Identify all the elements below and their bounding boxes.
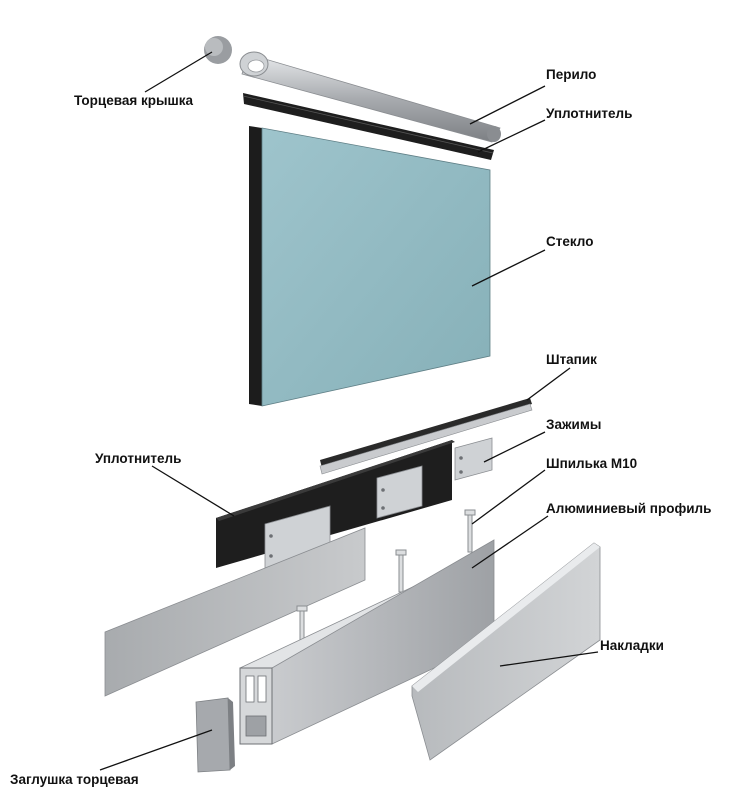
clamp-part-1 — [454, 437, 493, 481]
end-plug-part — [195, 697, 235, 773]
label-end-plug: Заглушка торцевая — [10, 772, 139, 787]
leader-clamps — [483, 431, 546, 463]
leader-side-seal — [151, 465, 235, 517]
leader-glazing-bead — [526, 367, 571, 401]
stud-part — [296, 509, 476, 649]
leader-aluminum-profile — [471, 515, 549, 569]
label-cladding: Накладки — [600, 638, 664, 653]
label-stud: Шпилька М10 — [546, 456, 638, 471]
label-glass: Стекло — [546, 234, 594, 249]
cladding-part — [411, 542, 601, 761]
leader-end-plug — [99, 729, 213, 771]
label-side-seal: Уплотнитель — [95, 451, 182, 466]
label-aluminum-profile: Алюминиевый профиль — [546, 501, 712, 516]
leader-lines — [99, 51, 599, 771]
leader-handrail — [469, 85, 546, 125]
aluminum-profile-part — [239, 539, 495, 745]
leader-top-seal — [477, 119, 546, 153]
leader-glass — [471, 249, 546, 287]
label-glazing-bead: Штапик — [546, 352, 597, 367]
leader-stud — [471, 469, 546, 525]
label-end-cap: Торцевая крышка — [74, 93, 194, 108]
leader-end-cap — [144, 51, 213, 93]
glazing-bead-part — [319, 398, 533, 475]
leader-cladding — [499, 651, 599, 667]
label-clamps: Зажимы — [546, 417, 602, 432]
end-cap-part — [204, 36, 232, 64]
glass-part — [249, 126, 491, 407]
side-panel-part — [104, 527, 366, 697]
top-seal-part — [242, 93, 494, 160]
label-top-seal: Уплотнитель — [546, 106, 633, 121]
handrail-part — [239, 51, 501, 143]
label-handrail: Перило — [546, 67, 597, 82]
clamp-part-2 — [376, 465, 423, 519]
